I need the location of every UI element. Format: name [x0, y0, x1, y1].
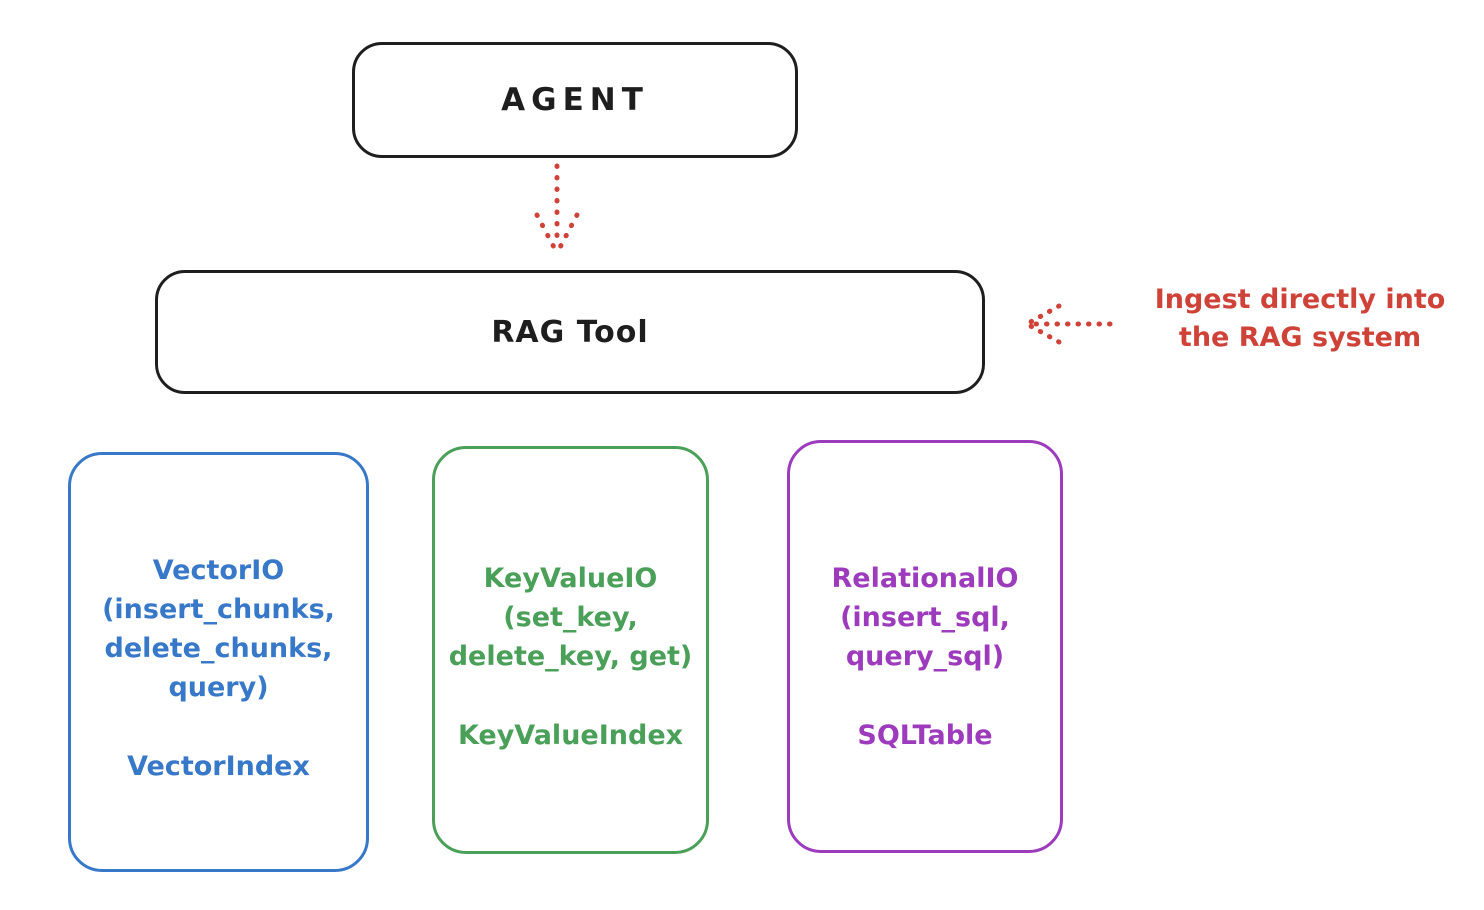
vector-io-methods-line2: delete_chunks,	[104, 633, 333, 664]
agent-label: AGENT	[501, 82, 649, 118]
keyvalue-io-methods-line2: delete_key, get)	[448, 641, 693, 672]
vector-io-methods-line1: (insert_chunks,	[102, 594, 335, 625]
relational-io-title: RelationalIO	[831, 563, 1019, 594]
relational-io-methods-line1: (insert_sql,	[840, 602, 1010, 633]
keyvalue-io-node: KeyValueIO (set_key, delete_key, get) Ke…	[432, 446, 709, 854]
ingest-annotation-line1: Ingest directly into	[1154, 284, 1446, 315]
rag-tool-node: RAG Tool	[155, 270, 985, 394]
relational-io-methods-line2: query_sql)	[845, 641, 1005, 672]
rag-tool-label: RAG Tool	[491, 314, 649, 350]
ingest-annotation: Ingest directly into the RAG system	[1125, 281, 1475, 357]
relational-io-node: RelationalIO (insert_sql, query_sql) SQL…	[787, 440, 1063, 853]
sql-table-label: SQLTable	[857, 720, 993, 751]
vector-index-label: VectorIndex	[127, 751, 310, 782]
keyvalue-io-title: KeyValueIO	[483, 563, 658, 594]
vector-io-title: VectorIO	[152, 555, 285, 586]
agent-node: AGENT	[352, 42, 798, 158]
agent-to-ragtool-arrow-icon	[534, 163, 580, 256]
vector-io-methods-line3: query)	[168, 672, 269, 703]
annotation-arrow-icon	[1024, 303, 1113, 345]
ingest-annotation-line2: the RAG system	[1178, 322, 1422, 353]
keyvalue-io-methods-line1: (set_key,	[503, 602, 638, 633]
vector-io-node: VectorIO (insert_chunks, delete_chunks, …	[68, 452, 369, 872]
keyvalue-index-label: KeyValueIndex	[457, 720, 684, 751]
